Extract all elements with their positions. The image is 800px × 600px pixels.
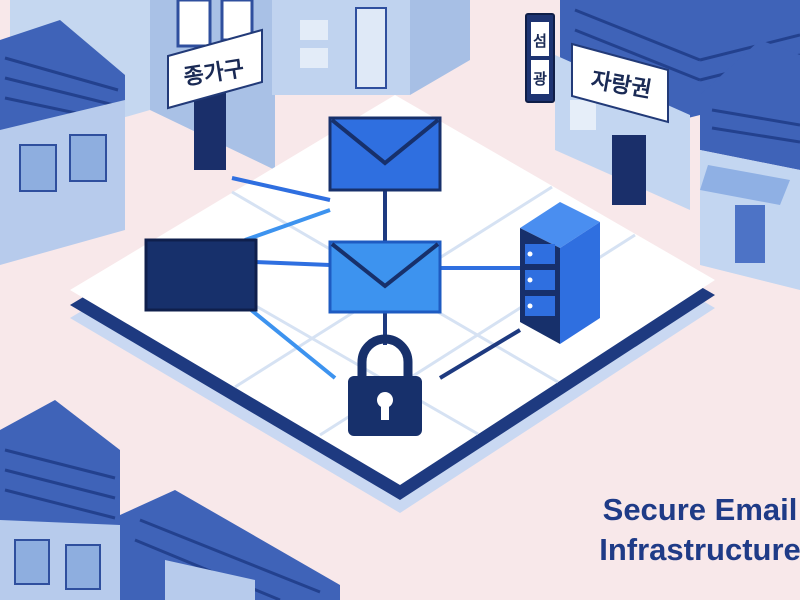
building-bottom-left — [0, 400, 120, 600]
envelope-icon — [328, 116, 442, 192]
vertical-sign-char-2: 광 — [533, 70, 547, 88]
headline-line-2: Infrastructure — [599, 532, 800, 567]
building-top-center — [272, 0, 470, 95]
shop-sign-right: 자랑권 — [571, 42, 669, 124]
vertical-sign: 섬 광 — [525, 13, 555, 103]
shop-sign-left: 종가구 — [167, 28, 263, 110]
building-right — [700, 40, 800, 290]
vertical-sign-char-1: 섬 — [533, 32, 547, 50]
envelope-icon — [328, 240, 442, 314]
navy-block-icon — [144, 238, 258, 312]
padlock-icon — [348, 334, 422, 436]
building-bottom-center — [120, 490, 340, 600]
building-left — [0, 20, 125, 265]
connections — [231, 176, 522, 380]
headline-line-1: Secure Email — [603, 492, 798, 527]
server-rack-icon — [520, 202, 600, 344]
